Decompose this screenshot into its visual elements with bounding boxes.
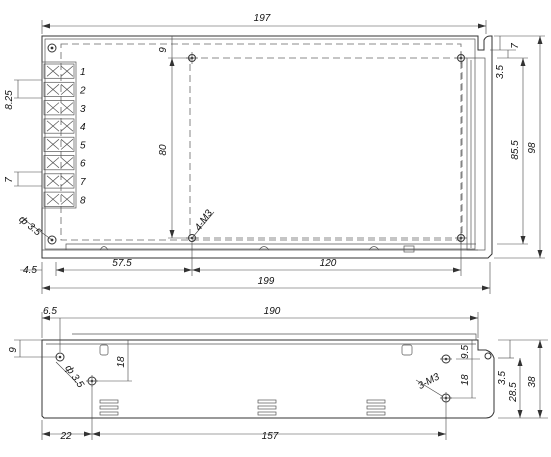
mount-dashed-rect: [60, 43, 462, 241]
terminal-label: 2: [79, 85, 86, 96]
vent-group: [99, 399, 386, 416]
dim-width-overall: 197: [254, 13, 271, 24]
side-view-outline: [41, 339, 495, 419]
terminal-screw: [43, 81, 75, 97]
side-slot: [99, 344, 109, 356]
terminal-label: 4: [80, 122, 86, 133]
side-dim-hole-spacing: 157: [262, 431, 279, 442]
flange-tab: [403, 245, 415, 253]
side-center-marks: [86, 358, 452, 404]
terminal-label: 3: [80, 104, 86, 115]
mount-hole: [47, 43, 57, 53]
terminal-label: 8: [80, 195, 86, 206]
side-slot: [401, 344, 413, 356]
side-dim-length: 190: [264, 306, 281, 317]
dim-left-offset: 4.5: [23, 265, 37, 276]
dim-hole-top-offset: 9: [158, 47, 169, 53]
dim-width-bottom: 199: [258, 276, 275, 287]
side-dim-hole-diameter: ф 3.5: [62, 363, 86, 391]
terminal-screw: [43, 173, 75, 189]
terminal-label: 5: [80, 140, 86, 151]
terminal-label: 6: [80, 159, 86, 170]
top-view-inner-panel: [44, 38, 476, 250]
terminal-screw: [43, 191, 75, 207]
terminal-label: 7: [80, 177, 86, 188]
side-view-top-lip: [72, 333, 477, 340]
dim-hole-x1: 57.5: [112, 258, 132, 269]
flange-slots: [99, 246, 380, 251]
side-dim-ear-height: 3.5: [497, 371, 508, 385]
dim-terminal-pitch: 8.25: [4, 90, 15, 110]
terminal-label: 1: [80, 67, 86, 78]
terminal-screw: [43, 118, 75, 134]
side-dim-hole-y-left: 18: [116, 356, 127, 368]
side-dim-height: 38: [527, 376, 538, 388]
side-dim-hole-top-right: 9.5: [460, 345, 471, 359]
dim-hole-diameter: ф 3.5: [16, 213, 43, 239]
dimension-arrows: [42, 23, 543, 437]
terminal-screw: [43, 155, 75, 171]
dim-hole-vert-spacing: 80: [158, 144, 169, 156]
dimension-lines: [14, 20, 548, 440]
side-dim-hole-top: 9: [8, 347, 19, 353]
top-view-outline: [41, 35, 493, 259]
dim-hole-height: 85.5: [510, 140, 521, 160]
dim-terminal-gap: 7: [4, 177, 15, 183]
side-dim-left-offset: 6.5: [43, 306, 57, 317]
bottom-flange: [42, 243, 478, 251]
side-ear: [484, 352, 492, 360]
side-dim-hole-dist-left: 22: [59, 431, 72, 442]
center-marks: [186, 52, 467, 244]
side-dim-screw-spec: 3-M3: [416, 371, 442, 392]
dim-corner-offset: 7: [510, 43, 521, 49]
dim-ear-offset: 3.5: [495, 65, 506, 79]
dim-height-overall: 98: [527, 142, 538, 154]
side-dim-hole-y-right: 18: [460, 374, 471, 386]
terminal-screw: [43, 136, 75, 152]
mount-dashed-inner: [189, 57, 463, 239]
side-view: [41, 333, 495, 419]
side-bar: [466, 57, 486, 251]
side-dim-height-inner: 28.5: [508, 382, 519, 403]
dim-screw-spec: 4-M3: [193, 208, 215, 233]
terminal-block: [41, 61, 77, 209]
terminal-screw: [43, 63, 75, 79]
top-view: [41, 35, 493, 259]
dim-hole-x2: 120: [320, 258, 337, 269]
terminal-screw: [43, 100, 75, 116]
